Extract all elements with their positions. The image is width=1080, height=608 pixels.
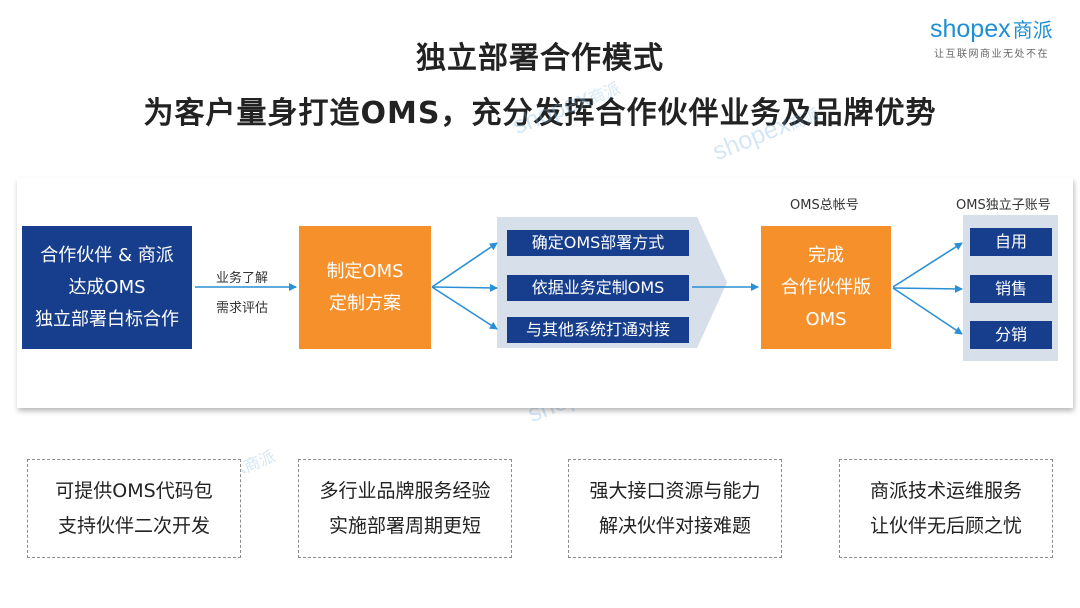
done-box-line: 合作伙伴版 [781,276,871,298]
feature-line: 强大接口资源与能力 [589,479,761,502]
feature-code-package: 可提供OMS代码包 支持伙伴二次开发 [27,459,241,558]
partner-box-line: 合作伙伴 & 商派 [40,244,174,266]
master-account-label: OMS总帐号 [790,198,859,213]
arrow-label-demand: 需求评估 [216,301,269,316]
page-title: 独立部署合作模式 [416,41,664,76]
feature-line: 解决伙伴对接难题 [598,514,751,537]
sub-account-distribution: 分销 [970,321,1052,349]
plan-box-line: 制定OMS [326,260,404,282]
feature-interface-capability: 强大接口资源与能力 解决伙伴对接难题 [568,459,782,558]
completed-oms-box: 完成 合作伙伴版 OMS [761,226,891,349]
step-integrate: 与其他系统打通对接 [507,317,689,343]
feature-line: 多行业品牌服务经验 [319,479,491,502]
arrow-label-business: 业务了解 [216,271,269,286]
plan-box: 制定OMS 定制方案 [299,226,431,349]
step-customize: 依据业务定制OMS [507,275,689,301]
plan-box-line: 定制方案 [329,292,401,314]
partner-agreement-box: 合作伙伴 & 商派 达成OMS 独立部署白标合作 [22,226,192,349]
feature-industry-experience: 多行业品牌服务经验 实施部署周期更短 [298,459,512,558]
feature-line: 让伙伴无后顾之忧 [869,514,1022,537]
feature-line: 商派技术运维服务 [869,479,1022,502]
logo-brand-cn: 商派 [1012,18,1053,42]
feature-line: 支持伙伴二次开发 [57,514,210,537]
sub-account-self-use: 自用 [970,228,1052,256]
sub-account-label: OMS独立子账号 [956,198,1051,213]
sub-account-sales: 销售 [970,275,1052,303]
step-deploy-mode: 确定OMS部署方式 [507,230,689,256]
done-box-line: OMS [805,308,847,330]
feature-line: 可提供OMS代码包 [55,479,213,502]
done-box-line: 完成 [808,244,844,266]
partner-box-line: 达成OMS [68,276,146,298]
partner-box-line: 独立部署白标合作 [35,308,179,330]
logo-brand: shopex [930,15,1011,43]
page-subtitle: 为客户量身打造OMS，充分发挥合作伙伴业务及品牌优势 [143,96,937,131]
feature-line: 实施部署周期更短 [328,514,481,537]
feature-ops-service: 商派技术运维服务 让伙伴无后顾之忧 [839,459,1053,558]
logo-tagline: 让互联网商业无处不在 [934,49,1049,60]
